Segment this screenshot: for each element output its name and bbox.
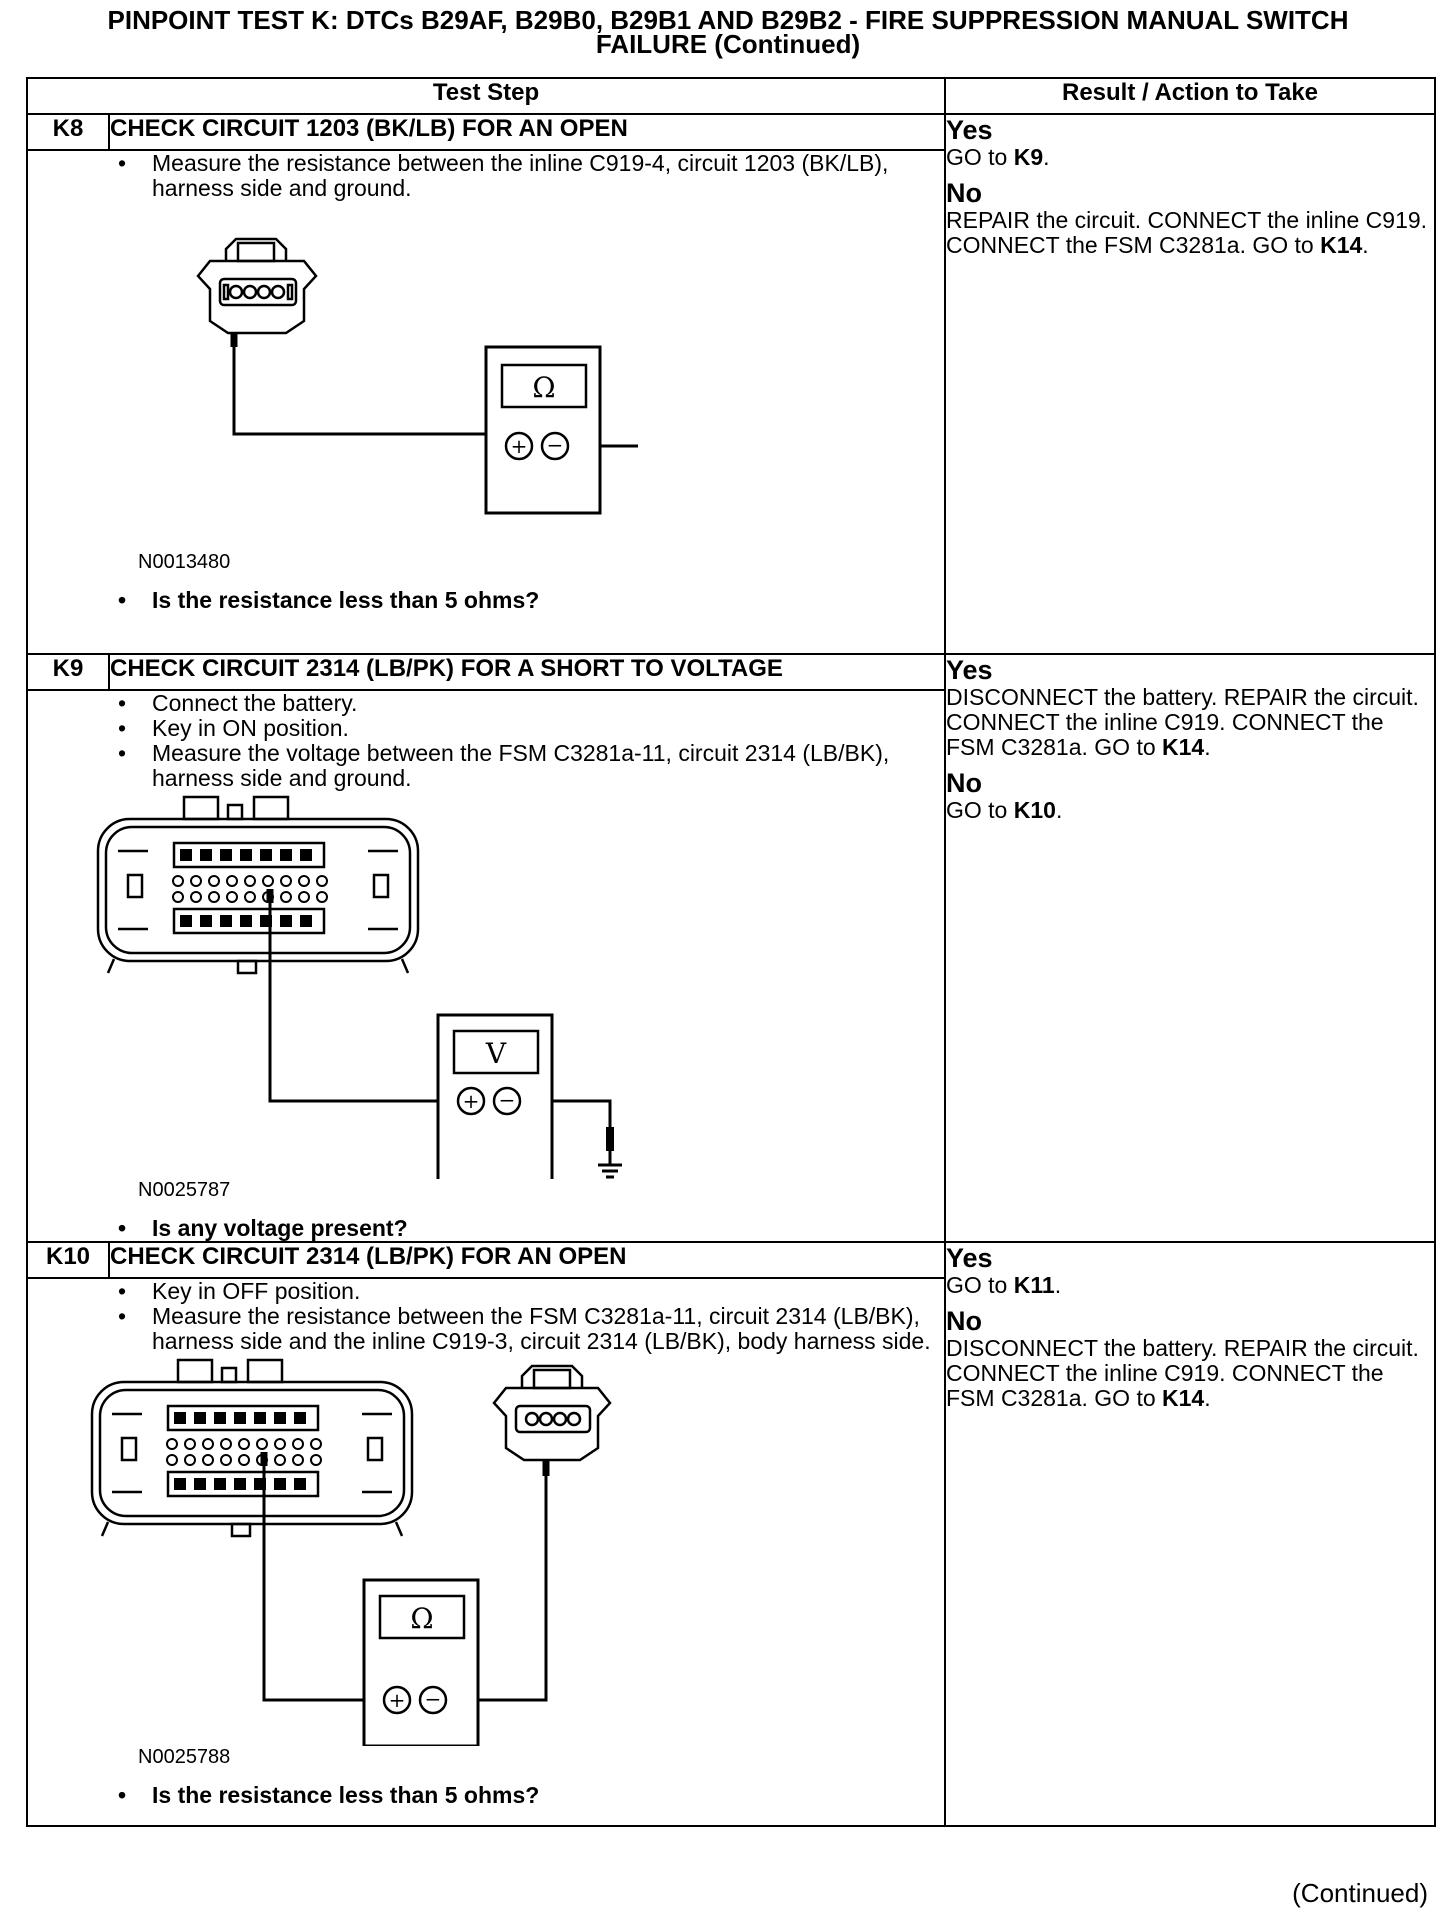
- question-list: Is the resistance less than 5 ohms?: [118, 1783, 944, 1809]
- test-question: Is the resistance less than 5 ohms?: [118, 588, 944, 614]
- connector-ohmmeter-diagram: Ω + −: [196, 237, 638, 515]
- continued-label: (Continued): [1292, 1878, 1428, 1908]
- result-yes-heading: Yes: [946, 115, 993, 145]
- fsm-connector-voltmeter-diagram: V + −: [96, 795, 622, 1179]
- voltmeter-icon: V + −: [436, 1013, 554, 1179]
- svg-text:Ω: Ω: [532, 371, 555, 404]
- instruction-item: Measure the resistance between the inlin…: [118, 151, 944, 201]
- step-k10-result: Yes GO to K11. No DISCONNECT the battery…: [944, 1241, 1436, 1827]
- instruction-list: Measure the resistance between the inlin…: [118, 151, 944, 201]
- step-k9-title-row: K9 CHECK CIRCUIT 2314 (LB/PK) FOR A SHOR…: [26, 653, 1436, 1243]
- page-title: PINPOINT TEST K: DTCs B29AF, B29B0, B29B…: [20, 5, 1436, 59]
- pinpoint-test-table: Test Step Result / Action to Take K8 CHE…: [26, 77, 1436, 1827]
- fsm-connector-c3281a-icon: [90, 1358, 414, 1538]
- instruction-item: Key in OFF position.: [118, 1279, 944, 1305]
- step-k9-result: Yes DISCONNECT the battery. REPAIR the c…: [944, 653, 1436, 1243]
- instruction-list: Key in OFF position. Measure the resista…: [118, 1279, 944, 1354]
- step-k10-body: Key in OFF position. Measure the resista…: [26, 1277, 946, 1827]
- result-no-heading: No: [946, 768, 982, 798]
- test-question: Is any voltage present?: [118, 1216, 944, 1242]
- column-header-test-step: Test Step: [26, 77, 946, 115]
- result-yes-action: GO to K11.: [946, 1272, 1062, 1298]
- column-header-result: Result / Action to Take: [944, 77, 1436, 115]
- result-yes-action: GO to K9.: [946, 144, 1050, 170]
- figure-id: N0025788: [138, 1746, 231, 1768]
- fsm-to-inline-ohmmeter-diagram: Ω + −: [90, 1358, 612, 1746]
- svg-text:−: −: [425, 1687, 442, 1711]
- svg-text:+: +: [511, 434, 528, 458]
- step-id: K10: [26, 1241, 110, 1279]
- step-title: CHECK CIRCUIT 2314 (LB/PK) FOR A SHORT T…: [108, 653, 946, 691]
- ohmmeter-icon: Ω + −: [362, 1578, 480, 1746]
- step-k8-body: Measure the resistance between the inlin…: [26, 149, 946, 655]
- step-title: CHECK CIRCUIT 1203 (BK/LB) FOR AN OPEN: [108, 113, 946, 151]
- question-list: Is any voltage present?: [118, 1216, 944, 1242]
- result-no-action: DISCONNECT the battery. REPAIR the circu…: [946, 1335, 1419, 1411]
- step-title: CHECK CIRCUIT 2314 (LB/PK) FOR AN OPEN: [108, 1241, 946, 1279]
- title-line-2: FAILURE (Continued): [595, 29, 861, 59]
- step-k9-body-row: Connect the battery. Key in ON position.…: [26, 689, 1435, 1243]
- figure-id: N0013480: [138, 551, 231, 573]
- step-k8-title-row: K8 CHECK CIRCUIT 1203 (BK/LB) FOR AN OPE…: [26, 113, 1436, 655]
- fsm-connector-c3281a-icon: [96, 795, 420, 975]
- svg-text:Ω: Ω: [410, 1602, 433, 1635]
- svg-text:+: +: [389, 1688, 406, 1712]
- result-yes-heading: Yes: [946, 1243, 993, 1273]
- step-k8-result: Yes GO to K9. No REPAIR the circuit. CON…: [944, 113, 1436, 655]
- result-no-action: REPAIR the circuit. CONNECT the inline C…: [946, 207, 1428, 258]
- result-no-heading: No: [946, 178, 982, 208]
- step-k8-body-row: Measure the resistance between the inlin…: [26, 149, 1435, 655]
- figure-id: N0025787: [138, 1179, 231, 1201]
- question-list: Is the resistance less than 5 ohms?: [118, 588, 944, 614]
- ground-icon: [598, 1151, 622, 1179]
- svg-text:−: −: [499, 1088, 516, 1112]
- test-question: Is the resistance less than 5 ohms?: [118, 1783, 944, 1809]
- result-yes-action: DISCONNECT the battery. REPAIR the circu…: [946, 684, 1419, 760]
- title-line-1: PINPOINT TEST K: DTCs B29AF, B29B0, B29B…: [107, 5, 1349, 35]
- inline-connector-c919-icon: [492, 1364, 612, 1462]
- instruction-item: Measure the voltage between the FSM C328…: [118, 741, 944, 791]
- step-k9-body: Connect the battery. Key in ON position.…: [26, 689, 946, 1243]
- result-yes-heading: Yes: [946, 655, 993, 685]
- instruction-item: Key in ON position.: [118, 716, 944, 742]
- svg-text:V: V: [485, 1037, 507, 1070]
- result-no-heading: No: [946, 1306, 982, 1336]
- step-id: K9: [26, 653, 110, 691]
- table-header-row: Test Step Result / Action to Take: [26, 77, 1436, 115]
- step-id: K8: [26, 113, 110, 151]
- instruction-list: Connect the battery. Key in ON position.…: [118, 691, 944, 791]
- ohmmeter-icon: Ω + −: [484, 345, 602, 515]
- inline-connector-c919-icon: [196, 237, 318, 335]
- instruction-item: Connect the battery.: [118, 691, 944, 717]
- svg-text:−: −: [547, 433, 564, 457]
- step-k10-title-row: K10 CHECK CIRCUIT 2314 (LB/PK) FOR AN OP…: [26, 1241, 1436, 1827]
- instruction-item: Measure the resistance between the FSM C…: [118, 1304, 944, 1354]
- result-no-action: GO to K10.: [946, 797, 1063, 823]
- step-k10-body-row: Key in OFF position. Measure the resista…: [26, 1277, 1435, 1827]
- svg-text:+: +: [463, 1089, 480, 1113]
